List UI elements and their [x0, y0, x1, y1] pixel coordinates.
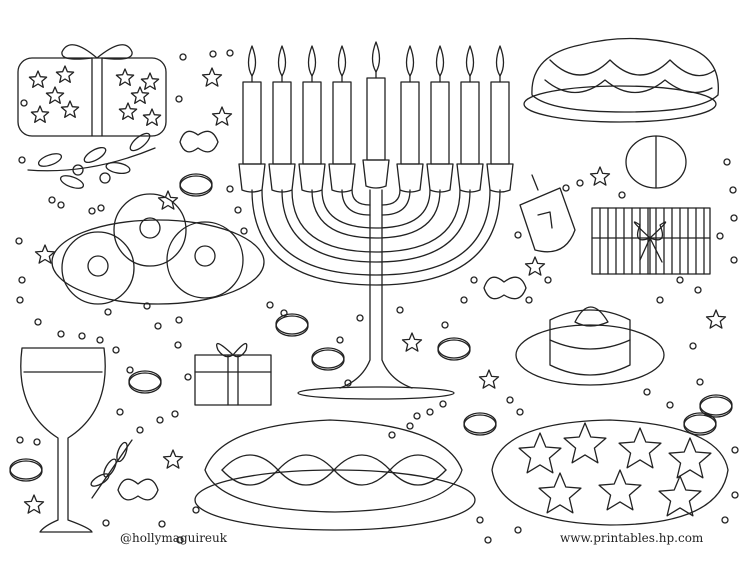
- flower-icon: [142, 108, 162, 126]
- pretzel-icon: [117, 130, 527, 501]
- coin: [699, 394, 733, 418]
- cake-icon: [515, 306, 665, 386]
- olive-branch-icon: [27, 132, 156, 189]
- doughnut-icon: [51, 193, 265, 305]
- flower-icon: [45, 86, 65, 104]
- candle-icon: [490, 45, 510, 165]
- coin: [437, 337, 471, 361]
- candle-icon: [302, 45, 322, 165]
- coin: [683, 412, 717, 436]
- credit-website: www.printables.hp.com: [560, 531, 704, 545]
- star: [705, 309, 727, 329]
- star: [211, 106, 233, 126]
- star-cookie: [618, 427, 662, 469]
- wine-glass-icon: [20, 347, 106, 533]
- star-cookie: [658, 475, 702, 517]
- coin: [128, 370, 162, 394]
- star-cookie: [518, 432, 562, 474]
- cookie-icon: [491, 419, 729, 526]
- coin: [463, 412, 497, 436]
- candle-icon: [400, 45, 420, 165]
- star: [34, 244, 56, 264]
- egg-icon: [625, 135, 687, 189]
- flower-icon: [118, 102, 138, 120]
- candle-icon: [430, 45, 450, 165]
- candle-icon: [460, 45, 480, 165]
- star: [524, 256, 546, 276]
- dots-decoration: [15, 49, 739, 544]
- candle-icon: [272, 45, 292, 165]
- flower-icon: [55, 65, 75, 83]
- star: [201, 67, 223, 87]
- flower-icon: [130, 86, 150, 104]
- coin: [311, 347, 345, 371]
- coin: [275, 313, 309, 337]
- flower-icon: [60, 100, 80, 118]
- coin: [9, 458, 43, 482]
- gift-icon: [17, 44, 167, 137]
- menorah-icon: [238, 41, 514, 400]
- gift-icon: [194, 343, 272, 406]
- flower-icon: [115, 68, 135, 86]
- flower-icon: [140, 72, 160, 90]
- star-cookie: [598, 469, 642, 511]
- star: [401, 332, 423, 352]
- candle-icon: [366, 41, 386, 161]
- star: [162, 449, 184, 469]
- flower-icon: [30, 105, 50, 123]
- coin: [179, 173, 213, 197]
- star-cookie: [668, 437, 712, 479]
- challah-icon: [194, 419, 476, 531]
- star-cookie: [538, 472, 582, 514]
- star: [589, 166, 611, 186]
- credit-instagram: @hollymaguireuk: [120, 531, 228, 545]
- olive-branch-icon: [90, 439, 133, 499]
- gift-icon: [591, 207, 711, 275]
- star: [478, 369, 500, 389]
- dreidel-icon: [519, 174, 576, 253]
- star-cookie: [563, 422, 607, 464]
- star: [157, 190, 179, 210]
- candle-icon: [332, 45, 352, 165]
- flower-icon: [28, 70, 48, 88]
- challah-icon: [523, 37, 719, 123]
- candle-icon: [242, 45, 262, 165]
- coin-icon: [9, 173, 733, 482]
- star: [23, 494, 45, 514]
- star-icon: [23, 67, 727, 514]
